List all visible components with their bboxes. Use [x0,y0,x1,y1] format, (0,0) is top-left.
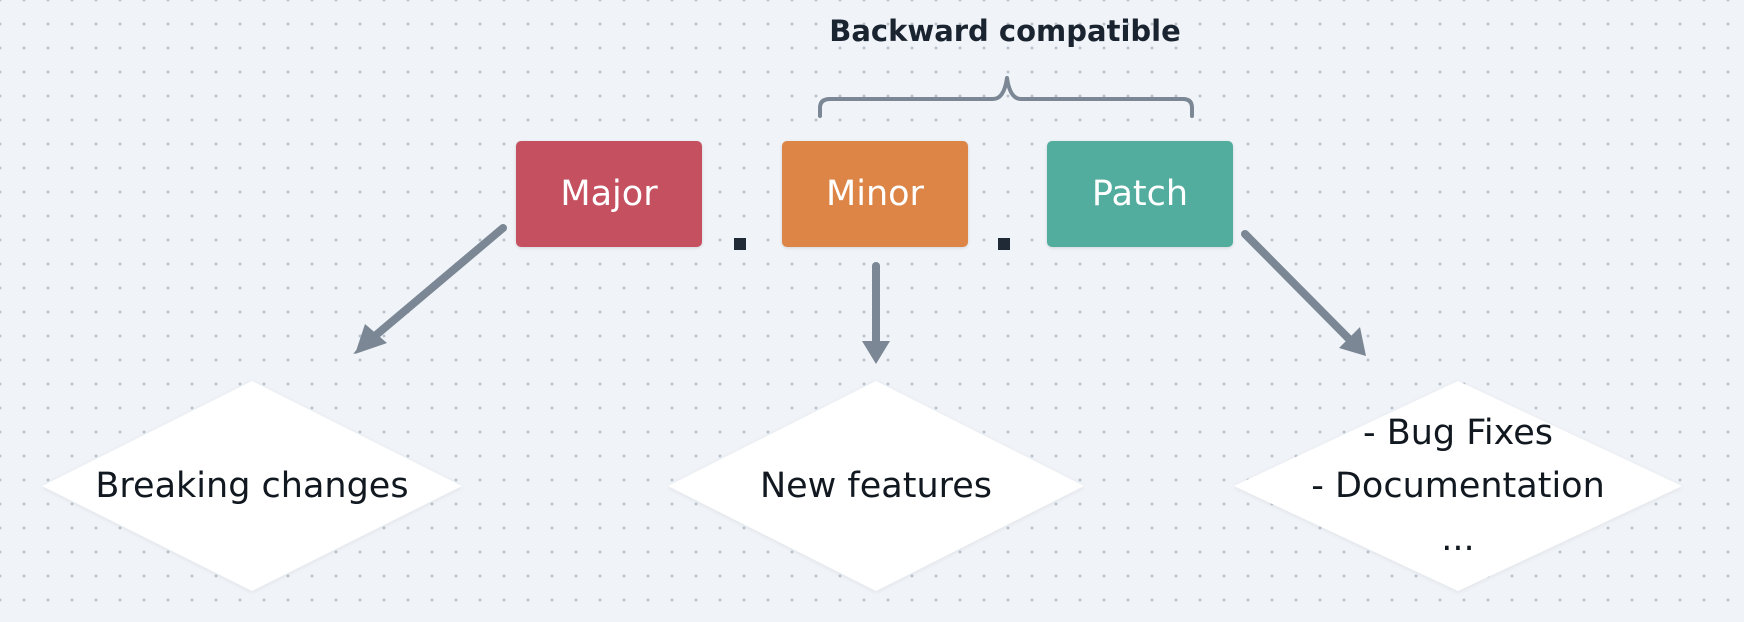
bug-fixes-line: - Bug Fixes [1362,412,1553,453]
patch-box: Patch [1047,141,1233,247]
documentation-line: - Documentation [1311,465,1605,506]
new-features-text: New features [668,381,1084,591]
minor-box: Minor [782,141,968,247]
breaking-changes-label: Breaking changes [95,465,409,506]
arrow-patch-to-fixes [1241,230,1366,356]
version-separator-2 [998,238,1010,250]
arrow-major-to-breaking [353,224,507,354]
diamond-breaking-changes [42,381,462,591]
backward-compatible-label: Backward compatible [829,14,1181,48]
major-box: Major [516,141,702,247]
diamond-patch-changes [1234,381,1682,591]
ellipsis-line: ... [1441,518,1475,559]
breaking-changes-text: Breaking changes [44,381,460,591]
diamond-new-features [668,381,1084,591]
new-features-label: New features [759,465,993,506]
arrow-minor-to-features [862,262,890,364]
minor-label: Minor [826,174,924,214]
backward-compatible-brace [818,76,1194,118]
patch-changes-text: - Bug Fixes - Documentation ... [1236,381,1680,591]
patch-label: Patch [1091,174,1189,214]
version-separator-1 [734,238,746,250]
major-label: Major [560,174,658,214]
